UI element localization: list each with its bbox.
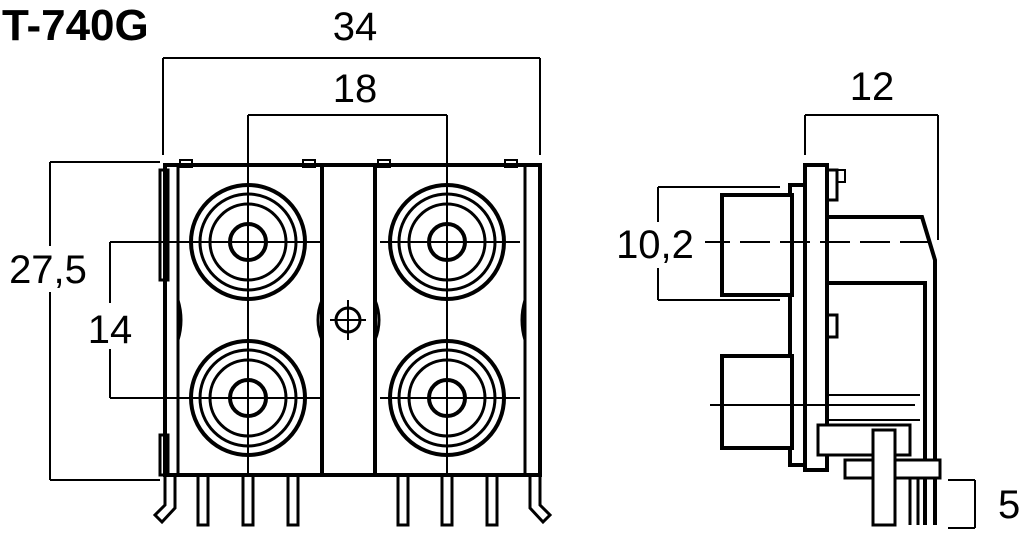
dim-jack-spacing-v: 14 <box>88 308 133 352</box>
model-title: T-740G <box>2 1 149 50</box>
dim-pin-length: 5 <box>998 483 1020 527</box>
dim-depth: 12 <box>850 65 895 109</box>
side-view <box>700 163 942 527</box>
dim-overall-height: 27,5 <box>9 248 87 292</box>
front-pins <box>152 473 553 527</box>
dim-overall-width: 34 <box>333 5 378 49</box>
dim-jack-spacing-h: 18 <box>333 67 378 111</box>
side-dimensions: 12 10,2 5 <box>605 65 1020 529</box>
dim-jack-diameter: 10,2 <box>616 223 694 267</box>
side-jack-top-icon <box>720 193 794 297</box>
side-jack-bottom-icon <box>720 354 794 450</box>
front-dimensions: 34 18 27,5 14 <box>0 5 541 481</box>
front-view <box>110 115 553 527</box>
